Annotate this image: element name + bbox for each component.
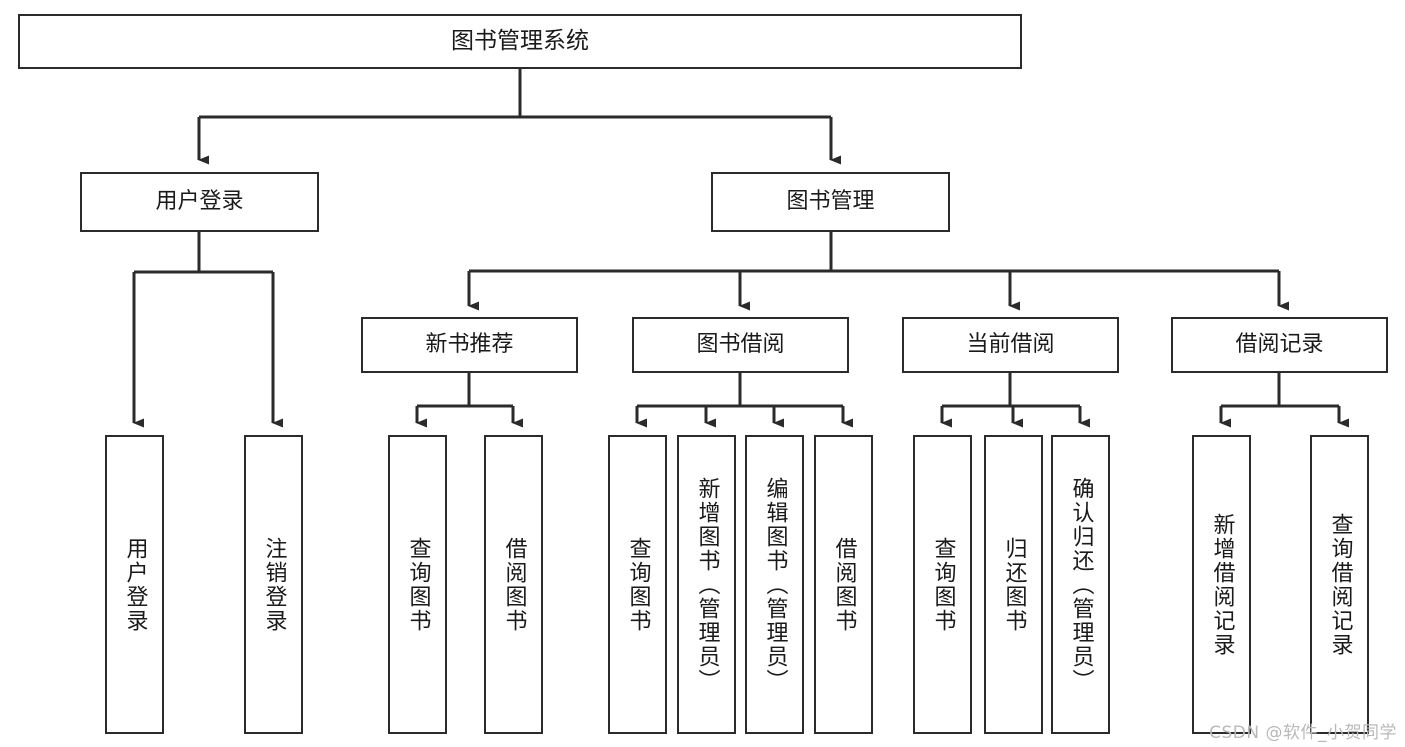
node-leaf-logout[interactable]: 注销登录 — [244, 435, 303, 734]
node-leaf-return-book-label: 归还图书 — [1001, 536, 1027, 633]
node-leaf-query-book-3[interactable]: 查询图书 — [913, 435, 972, 734]
node-leaf-add-record-label: 新增借阅记录 — [1209, 512, 1235, 657]
node-leaf-add-book[interactable]: 新增图书（管理员） — [677, 435, 736, 734]
node-current-borrow[interactable]: 当前借阅 — [902, 317, 1119, 373]
node-borrow-record-label: 借阅记录 — [1235, 332, 1324, 358]
node-leaf-logout-label: 注销登录 — [261, 536, 287, 633]
node-leaf-confirm-return-label: 确认归还（管理员） — [1068, 476, 1094, 693]
node-leaf-user-login[interactable]: 用户登录 — [105, 435, 164, 734]
node-book-borrow[interactable]: 图书借阅 — [632, 317, 849, 373]
node-leaf-query-book-3-label: 查询图书 — [930, 536, 956, 633]
node-leaf-add-book-label: 新增图书（管理员） — [694, 476, 720, 693]
node-book-manage[interactable]: 图书管理 — [711, 172, 950, 232]
node-user-login-label: 用户登录 — [155, 189, 244, 215]
node-leaf-return-book[interactable]: 归还图书 — [984, 435, 1043, 734]
node-leaf-query-record-label: 查询借阅记录 — [1327, 512, 1353, 657]
node-new-book-recommend[interactable]: 新书推荐 — [361, 317, 578, 373]
node-leaf-edit-book-label: 编辑图书（管理员） — [762, 476, 788, 693]
node-leaf-query-book-1-label: 查询图书 — [405, 536, 431, 633]
node-borrow-record[interactable]: 借阅记录 — [1171, 317, 1388, 373]
node-leaf-borrow-book-2-label: 借阅图书 — [831, 536, 857, 633]
node-leaf-edit-book[interactable]: 编辑图书（管理员） — [745, 435, 804, 734]
node-leaf-borrow-book-1-label: 借阅图书 — [501, 536, 527, 633]
watermark-text: CSDN @软件_小贺同学 — [1209, 723, 1397, 743]
node-leaf-query-book-1[interactable]: 查询图书 — [388, 435, 447, 734]
node-leaf-query-book-2-label: 查询图书 — [625, 536, 651, 633]
node-leaf-query-book-2[interactable]: 查询图书 — [608, 435, 667, 734]
node-user-login[interactable]: 用户登录 — [80, 172, 319, 232]
node-leaf-borrow-book-1[interactable]: 借阅图书 — [484, 435, 543, 734]
node-leaf-query-record[interactable]: 查询借阅记录 — [1310, 435, 1369, 734]
node-leaf-confirm-return[interactable]: 确认归还（管理员） — [1051, 435, 1110, 734]
node-root[interactable]: 图书管理系统 — [18, 14, 1022, 69]
node-book-borrow-label: 图书借阅 — [696, 332, 785, 358]
node-book-manage-label: 图书管理 — [786, 189, 875, 215]
node-leaf-user-login-label: 用户登录 — [122, 536, 148, 633]
node-current-borrow-label: 当前借阅 — [966, 332, 1055, 358]
node-leaf-borrow-book-2[interactable]: 借阅图书 — [814, 435, 873, 734]
node-leaf-add-record[interactable]: 新增借阅记录 — [1192, 435, 1251, 734]
node-root-label: 图书管理系统 — [451, 27, 589, 54]
node-new-book-recommend-label: 新书推荐 — [425, 332, 514, 358]
